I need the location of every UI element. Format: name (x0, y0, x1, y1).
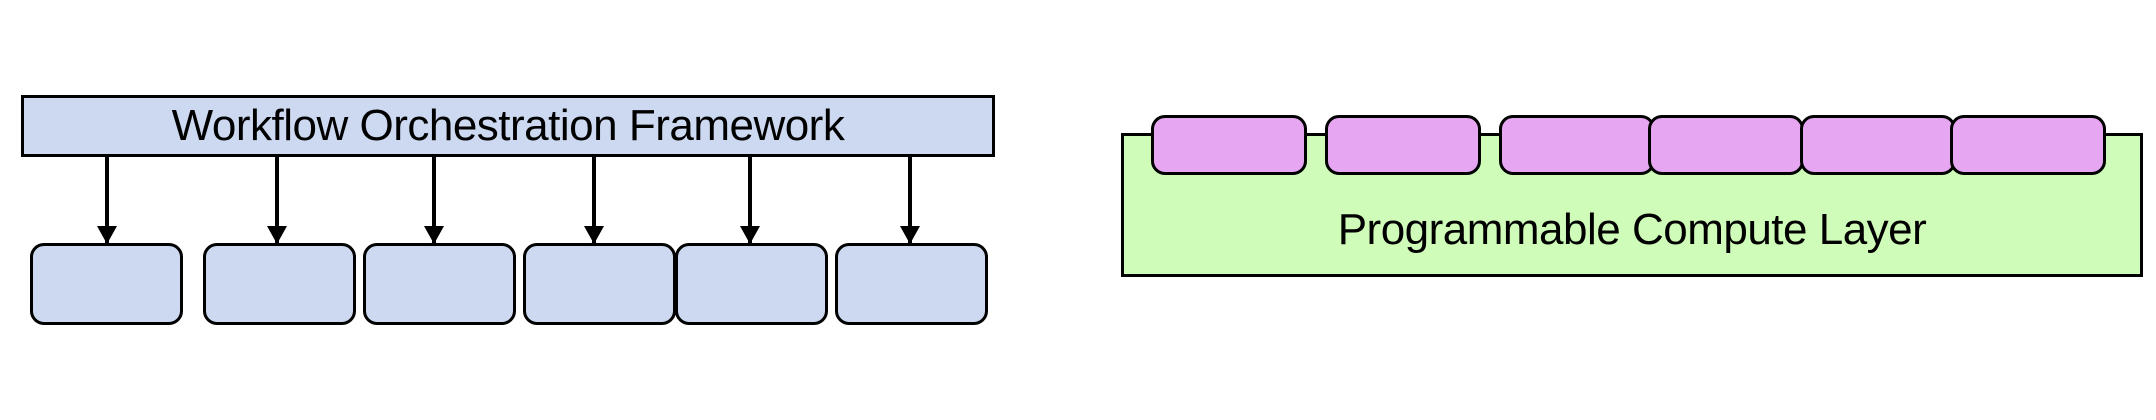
worker-box-1[interactable] (30, 243, 183, 325)
compute-unit-1[interactable] (1151, 115, 1307, 175)
worker-box-5[interactable] (675, 243, 828, 325)
arrow-down-5 (748, 157, 752, 243)
workflow-orchestration-framework-label: Workflow Orchestration Framework (171, 101, 845, 150)
programmable-compute-layer-label: Programmable Compute Layer (1337, 205, 1927, 254)
worker-box-3[interactable] (363, 243, 516, 325)
compute-unit-6[interactable] (1950, 115, 2106, 175)
worker-box-4[interactable] (523, 243, 676, 325)
workflow-orchestration-framework-box[interactable]: Workflow Orchestration Framework (21, 95, 995, 157)
compute-unit-4[interactable] (1648, 115, 1804, 175)
compute-unit-3[interactable] (1499, 115, 1655, 175)
arrow-down-4 (592, 157, 596, 243)
compute-unit-2[interactable] (1325, 115, 1481, 175)
arrow-down-1 (105, 157, 109, 243)
arrow-down-6 (908, 157, 912, 243)
arrow-down-3 (432, 157, 436, 243)
worker-box-2[interactable] (203, 243, 356, 325)
compute-unit-5[interactable] (1800, 115, 1956, 175)
worker-box-6[interactable] (835, 243, 988, 325)
workflow-orchestration-group: Workflow Orchestration Framework (0, 0, 1040, 420)
arrow-down-2 (275, 157, 279, 243)
